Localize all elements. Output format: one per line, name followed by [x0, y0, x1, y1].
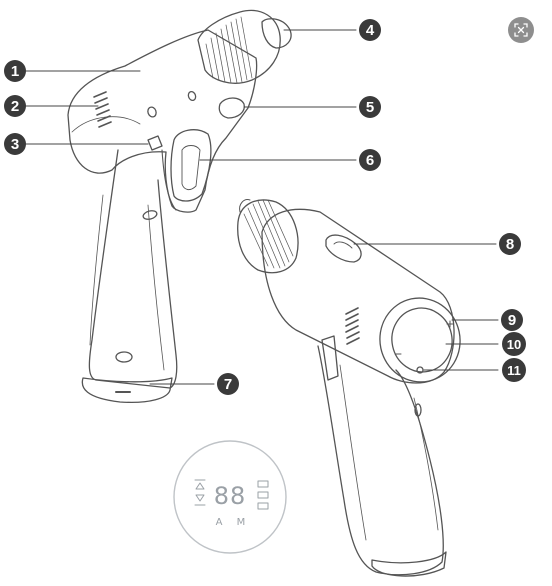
left-drill-screw — [142, 210, 158, 220]
right-drill-chuck — [237, 199, 299, 274]
svg-text:1: 1 — [11, 63, 19, 80]
display-battery-icon — [257, 480, 269, 510]
right-drill — [237, 199, 461, 577]
left-drill — [67, 9, 292, 404]
callout-1: 1 — [4, 60, 26, 82]
svg-text:6: 6 — [366, 152, 374, 169]
right-drill-base-cap — [371, 551, 447, 577]
svg-text:3: 3 — [11, 136, 19, 153]
callout-10: 10 — [502, 332, 526, 356]
right-drill-body — [261, 208, 455, 384]
left-drill-screw — [147, 106, 157, 118]
callout-4: 4 — [359, 19, 381, 41]
fullscreen-button[interactable] — [508, 17, 534, 43]
leader-lines — [25, 29, 499, 385]
right-drill-grip-hole — [414, 403, 422, 417]
display-arrows-icon — [194, 479, 206, 506]
callout-2: 2 — [4, 95, 26, 117]
left-drill-base-cap — [81, 377, 173, 404]
callout-badges: 1 2 3 4 5 6 7 8 — [4, 19, 526, 395]
left-drill-trigger — [170, 129, 212, 202]
right-drill-vents — [345, 307, 360, 345]
fullscreen-scan-icon — [514, 23, 528, 37]
display-panel-ring — [173, 440, 287, 554]
callout-11: 11 — [502, 358, 526, 382]
left-drill-handle — [88, 149, 178, 389]
display-mode-a: A — [216, 517, 223, 528]
display-digits: 88 — [214, 482, 247, 510]
svg-text:4: 4 — [366, 22, 375, 39]
svg-text:9: 9 — [508, 312, 516, 329]
right-drill-display-window — [391, 307, 453, 373]
left-drill-body — [67, 29, 258, 213]
left-drill-direction-switch — [218, 97, 245, 119]
callout-8: 8 — [499, 233, 521, 255]
left-drill-screw — [187, 90, 197, 102]
svg-text:2: 2 — [11, 98, 19, 115]
left-drill-grip-hole — [115, 351, 133, 363]
callout-7: 7 — [217, 373, 239, 395]
right-drill-handle — [317, 345, 444, 576]
right-drill-mode-switch — [325, 234, 362, 263]
callout-3: 3 — [4, 133, 26, 155]
display-panel — [173, 440, 287, 554]
callout-9: 9 — [501, 309, 523, 331]
left-drill-side-button — [147, 135, 163, 151]
svg-text:5: 5 — [366, 99, 374, 116]
callout-5: 5 — [359, 96, 381, 118]
left-drill-bit-tip — [261, 18, 292, 49]
left-drill-vents — [93, 91, 112, 128]
svg-text:10: 10 — [507, 337, 521, 352]
svg-text:11: 11 — [507, 363, 521, 378]
left-drill-chuck — [197, 9, 281, 84]
svg-text:7: 7 — [224, 376, 232, 393]
right-drill-speed-marks — [394, 320, 454, 355]
right-drill-rear-cap — [379, 297, 461, 383]
display-mode-m: M — [237, 517, 246, 528]
right-drill-power-button — [416, 366, 424, 374]
callout-6: 6 — [359, 149, 381, 171]
svg-text:8: 8 — [506, 236, 514, 253]
